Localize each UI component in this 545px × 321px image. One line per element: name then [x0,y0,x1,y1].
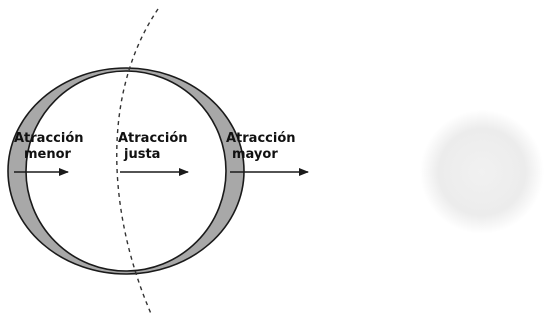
earth-circle [26,71,226,271]
label-center-line1: Atracción [118,131,188,146]
moon-circle [420,110,544,234]
label-near-line2: menor [24,147,72,162]
label-far-line1: Atracción [226,131,296,146]
earth-group [8,68,244,274]
label-far-line2: mayor [232,147,278,162]
label-center-line2: justa [123,147,160,162]
label-near-line1: Atracción [14,131,84,146]
